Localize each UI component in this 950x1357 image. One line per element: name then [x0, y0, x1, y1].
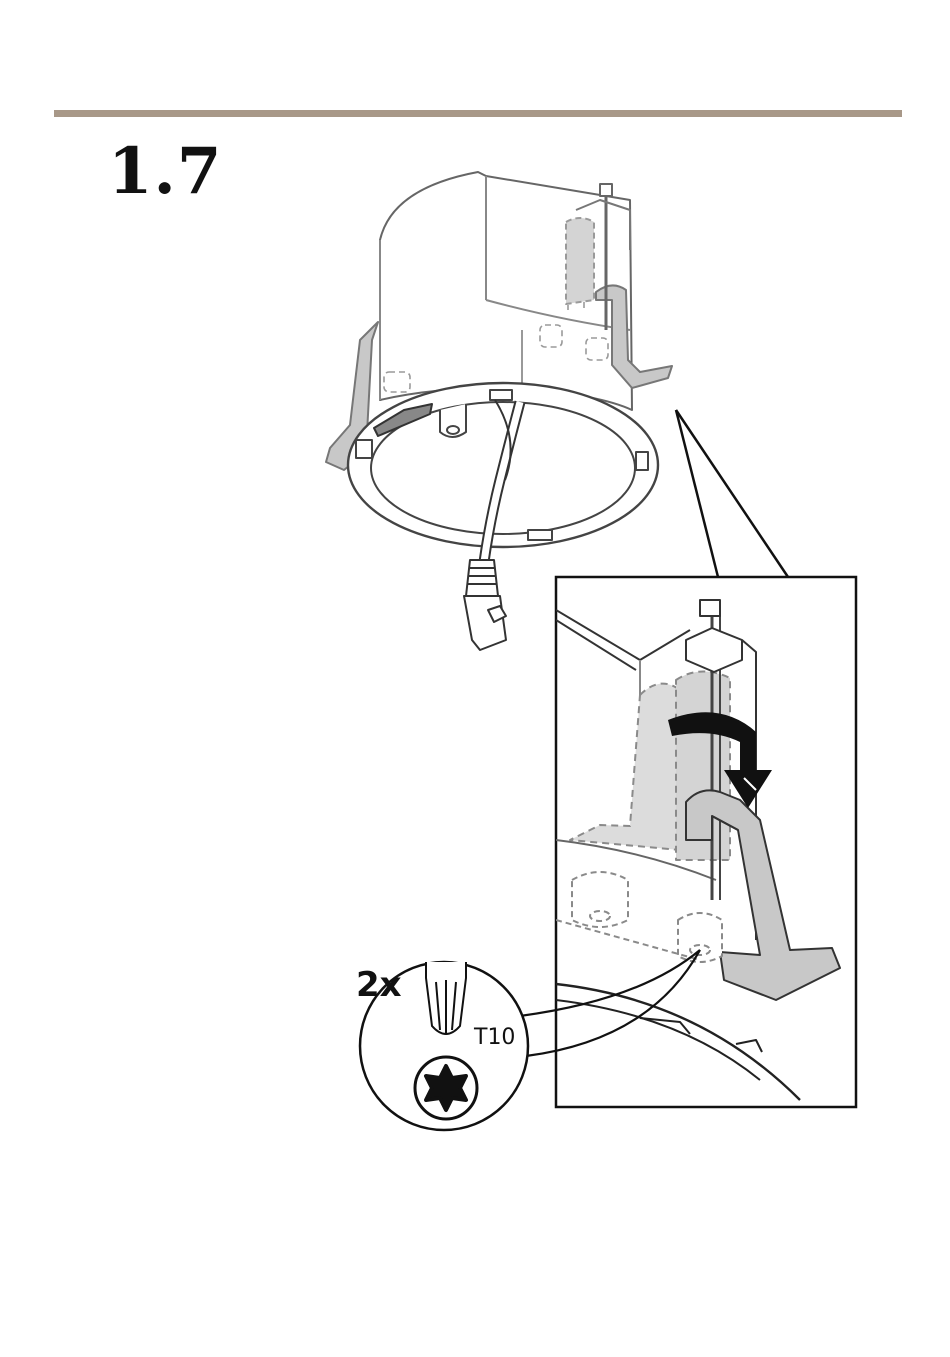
torx-bit-icon: [426, 962, 466, 1034]
zoom-indicator-lines: [676, 410, 788, 577]
torx-screw-head-icon: [415, 1057, 477, 1119]
rj45-connector-icon: [464, 560, 506, 650]
detail-view: [556, 577, 856, 1107]
tool-size-label: T10: [473, 1025, 515, 1050]
cylinder-body: [380, 172, 632, 410]
screw-quantity: 2x: [356, 965, 402, 1005]
